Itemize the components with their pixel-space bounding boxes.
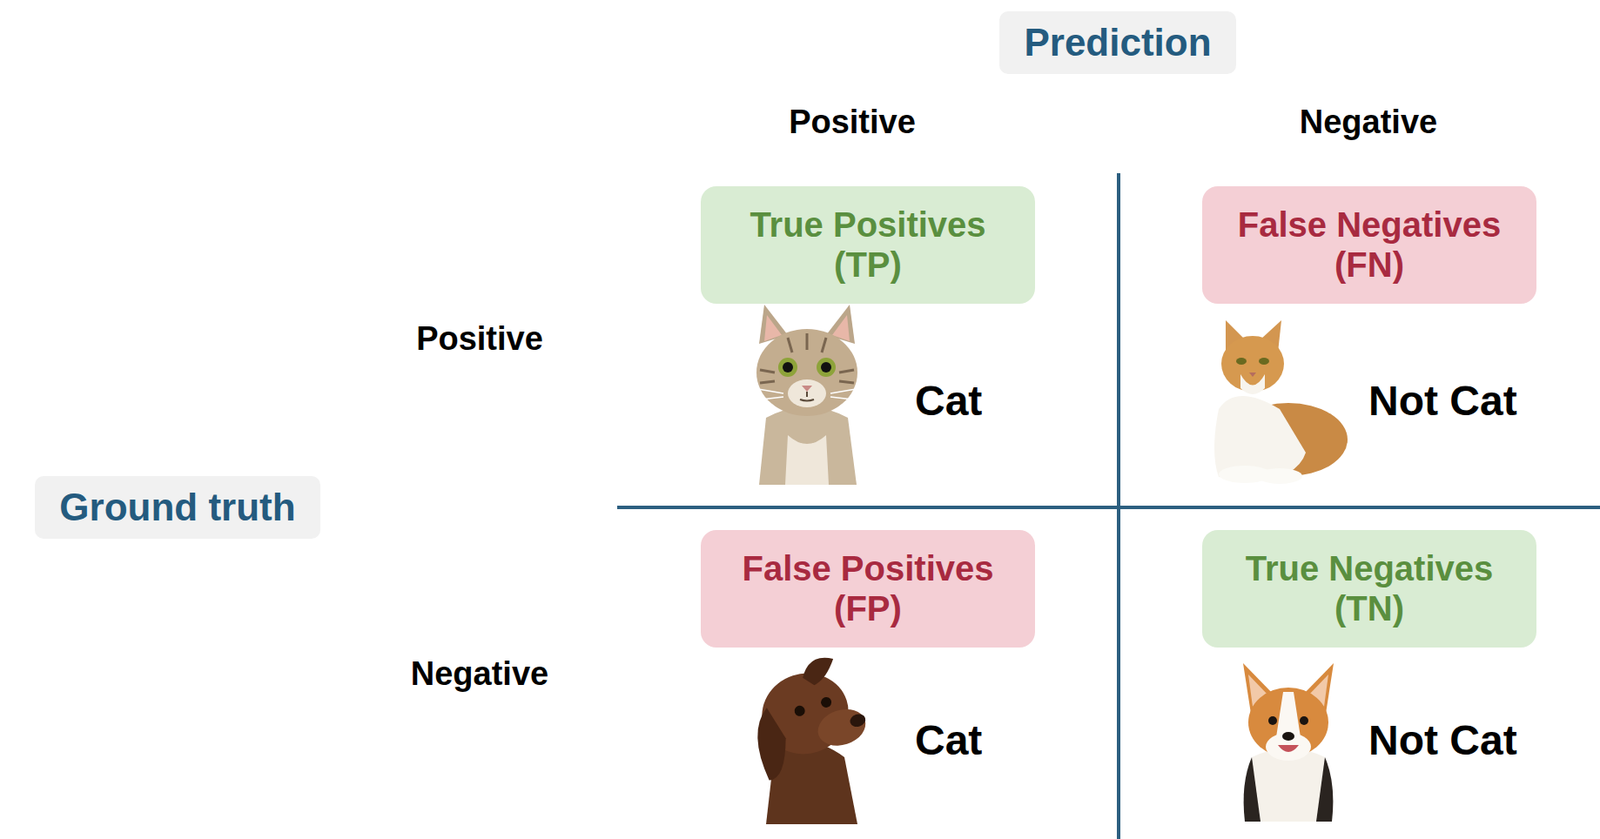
outcome-box: False Positives (FP) xyxy=(700,530,1036,648)
lying-cat-picture xyxy=(1214,320,1348,485)
box-text: True Positives (TP) xyxy=(728,204,1008,285)
box-text: False Positives (FP) xyxy=(728,548,1008,629)
brown-dog-picture xyxy=(737,650,875,825)
box-text: True Negatives (TN) xyxy=(1230,548,1509,629)
text-group: Ground truth xyxy=(59,484,296,532)
text-group: True Negatives (TN) xyxy=(1230,548,1509,629)
column-header: Negative xyxy=(1299,102,1438,143)
box-text: Ground truth xyxy=(59,484,296,532)
prediction-label: Cat xyxy=(914,715,982,767)
grid-line xyxy=(617,505,1600,510)
text-group: False Negatives (FN) xyxy=(1230,204,1509,285)
axis-title-box: Prediction xyxy=(999,11,1236,75)
prediction-label: Not Cat xyxy=(1368,715,1518,767)
outcome-box: False Negatives (FN) xyxy=(1202,186,1537,304)
column-header: Positive xyxy=(788,102,916,143)
tabby-cat-picture xyxy=(752,304,861,485)
outcome-box: True Positives (TP) xyxy=(700,186,1036,304)
corgi-picture xyxy=(1243,663,1334,822)
box-text: False Negatives (FN) xyxy=(1230,204,1509,285)
row-header: Positive xyxy=(416,319,544,360)
text-group: Prediction xyxy=(1023,20,1211,67)
prediction-label: Not Cat xyxy=(1368,376,1518,427)
outcome-box: True Negatives (TN) xyxy=(1202,530,1537,648)
prediction-label: Cat xyxy=(914,376,982,427)
text-group: False Positives (FP) xyxy=(728,548,1008,629)
box-text: Prediction xyxy=(1023,20,1211,67)
axis-title-box: Ground truth xyxy=(34,476,320,540)
row-header: Negative xyxy=(410,654,549,695)
text-group: True Positives (TP) xyxy=(728,204,1008,285)
